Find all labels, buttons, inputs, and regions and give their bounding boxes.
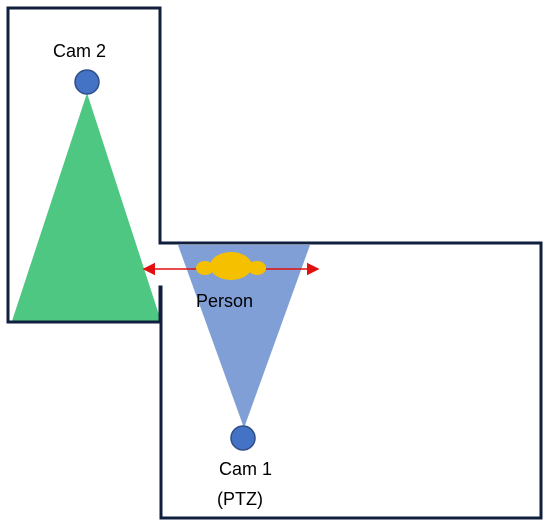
cam1-camera-icon bbox=[230, 425, 256, 451]
cam2-field-of-view bbox=[12, 93, 161, 321]
person-label: Person bbox=[196, 291, 253, 311]
cam1-field-of-view bbox=[178, 245, 310, 428]
cam1-label: Cam 1 bbox=[219, 459, 272, 479]
cam1-ptz-label: (PTZ) bbox=[217, 489, 263, 509]
wall-overlay bbox=[8, 8, 162, 324]
cam2-camera-icon bbox=[74, 69, 100, 95]
cam2-label: Cam 2 bbox=[53, 41, 106, 61]
person-icon bbox=[196, 252, 266, 280]
